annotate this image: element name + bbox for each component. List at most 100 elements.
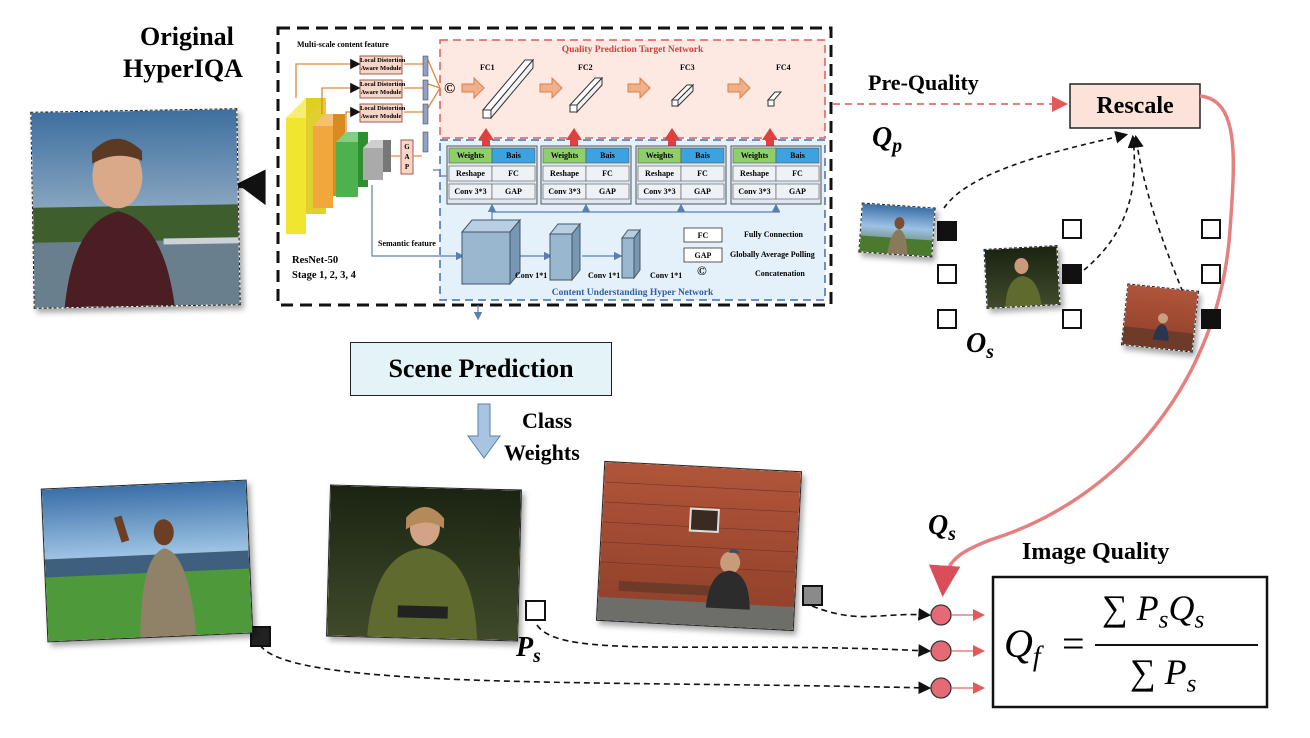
ldam-boxes <box>359 55 403 123</box>
image-quality-label: Image Quality <box>1022 539 1170 565</box>
block4-gap: GAP <box>789 187 806 196</box>
formula-box <box>991 575 1269 709</box>
ps-checkboxes <box>250 585 823 647</box>
original-title-2: HyperIQA <box>123 54 243 83</box>
node-out-lines <box>952 609 985 694</box>
qs-curve <box>928 94 1236 597</box>
scene-photo-2 <box>326 484 522 642</box>
original-photo <box>30 108 241 309</box>
block3-gap: GAP <box>694 187 711 196</box>
legend-fc-key: FC <box>697 230 709 240</box>
block4-reshape: Reshape <box>740 169 769 178</box>
block4-bias: Bais <box>790 151 805 160</box>
legend-fc-val: Fully Connection <box>744 230 803 239</box>
original-photo-image <box>31 109 240 308</box>
hyperiqa-frame <box>276 26 833 307</box>
ps-lines <box>259 605 932 695</box>
fc-arrows <box>461 76 751 100</box>
gap-box <box>400 139 414 175</box>
thumb-photo-3-image <box>1122 284 1198 352</box>
class-label: Class <box>522 408 573 433</box>
target-network-title: Quality Prediction Target Network <box>561 45 704 55</box>
block2-fc: FC <box>602 169 613 178</box>
legend-gap-key: GAP <box>694 250 712 260</box>
p-s-label: Ps <box>516 632 541 667</box>
hyper-flow <box>371 169 781 321</box>
weights-label: Weights <box>504 440 580 465</box>
block2-reshape: Reshape <box>550 169 579 178</box>
block3-reshape: Reshape <box>645 169 674 178</box>
hyper-network-title: Content Understanding Hyper Network <box>551 288 714 298</box>
block1-bias: Bais <box>506 151 521 160</box>
os-checkboxes <box>937 219 1221 329</box>
conv1-label: Conv 1*1 <box>515 271 548 280</box>
fc2-label: FC2 <box>578 63 593 72</box>
formula-eq: = <box>1062 621 1085 666</box>
conv-cubes <box>460 218 641 286</box>
formula-denominator: ∑ Ps <box>1130 652 1197 698</box>
red-up-arrows <box>478 128 778 146</box>
feature-bars <box>422 55 429 153</box>
scene-photo-1-image <box>41 480 253 642</box>
resnet-stages <box>286 98 391 234</box>
rescale-label: Rescale <box>1096 92 1174 119</box>
fc-layers <box>481 58 783 120</box>
quality-nodes <box>930 604 952 699</box>
thumb-photo-3 <box>1120 283 1200 353</box>
input-arrow <box>236 169 266 206</box>
block1-reshape: Reshape <box>456 169 485 178</box>
semantic-feature-label: Semantic feature <box>378 239 436 248</box>
thumb-photo-2 <box>983 245 1061 309</box>
scene-photo-1 <box>40 479 254 643</box>
block4-conv: Conv 3*3 <box>738 187 771 196</box>
fc4-label: FC4 <box>776 63 791 72</box>
legend-concat-val: Concatenation <box>755 269 805 278</box>
resnet-label: ResNet-50 <box>292 255 339 266</box>
concat-symbol: © <box>444 81 456 97</box>
scene-prediction-box: Scene Prediction <box>350 342 612 396</box>
block2-gap: GAP <box>599 187 616 196</box>
scene-photo-2-image <box>327 485 521 641</box>
block4-weights: Weights <box>740 151 769 160</box>
thumb-photo-2-image <box>984 246 1060 308</box>
q-s-label: Qs <box>928 510 956 545</box>
multiscale-label: Multi-scale content feature <box>297 40 389 49</box>
conv2-label: Conv 1*1 <box>588 271 621 280</box>
legend-concat-key: © <box>697 263 707 278</box>
legend-gap-val: Globally Average Polling <box>730 250 815 259</box>
q-p-label: Qp <box>872 122 903 157</box>
fc1-label: FC1 <box>480 63 495 72</box>
scene-photo-3-image <box>596 461 802 631</box>
conv3-label: Conv 1*1 <box>650 271 683 280</box>
pre-quality-label: Pre-Quality <box>868 70 979 95</box>
original-title-1: Original <box>140 22 234 51</box>
block2-weights: Weights <box>550 151 579 160</box>
scene-down-arrow <box>467 403 501 459</box>
scene-photo-3 <box>595 460 803 632</box>
block1-gap: GAP <box>505 187 522 196</box>
formula-lhs: Qf <box>1004 621 1041 673</box>
fc3-label: FC3 <box>680 63 695 72</box>
stages-label: Stage 1, 2, 3, 4 <box>292 270 356 281</box>
block3-bias: Bais <box>695 151 710 160</box>
legend-boxes <box>683 227 723 263</box>
block1-fc: FC <box>508 169 519 178</box>
block3-conv: Conv 3*3 <box>643 187 676 196</box>
os-curves <box>943 130 1187 301</box>
o-s-label: Os <box>966 328 994 363</box>
thumb-photo-1-image <box>859 203 935 257</box>
multiscale-lines <box>295 58 441 132</box>
block4-fc: FC <box>792 169 803 178</box>
weight-blocks <box>446 145 822 205</box>
block3-fc: FC <box>697 169 708 178</box>
rescale-box <box>1069 83 1201 129</box>
block1-conv: Conv 3*3 <box>454 187 487 196</box>
block1-weights: Weights <box>456 151 485 160</box>
block3-weights: Weights <box>645 151 674 160</box>
